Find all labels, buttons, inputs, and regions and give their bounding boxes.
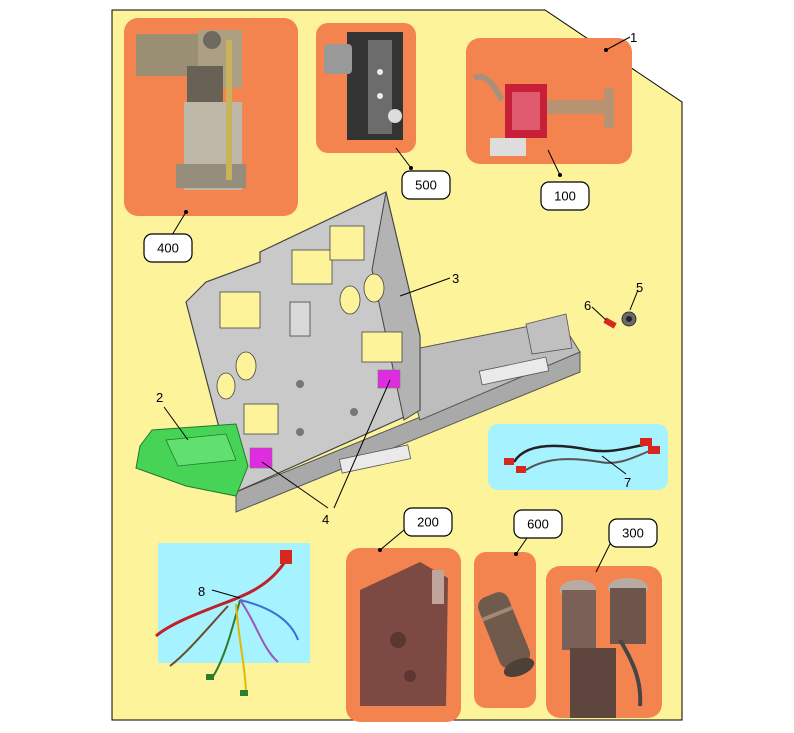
photo-panel-300 — [546, 566, 662, 718]
callout-3: 3 — [452, 271, 459, 286]
svg-text:500: 500 — [415, 178, 437, 193]
green-bracket — [135, 423, 249, 497]
assembly-pill-300: 300 — [608, 518, 658, 548]
screw-part — [603, 317, 617, 329]
svg-text:600: 600 — [527, 517, 549, 532]
assembly-pill-400: 400 — [143, 233, 193, 263]
photo-panel-100 — [466, 38, 632, 164]
callout-8: 8 — [198, 584, 205, 599]
svg-text:400: 400 — [157, 241, 179, 256]
mount-left — [249, 447, 273, 469]
callout-6: 6 — [584, 298, 591, 313]
callout-5: 5 — [636, 280, 643, 295]
cyan-panel-harness — [155, 543, 310, 696]
photo-panel-600 — [474, 552, 536, 708]
cyan-panel-cable — [488, 424, 668, 490]
callout-1: 1 — [630, 30, 637, 45]
photo-panel-400 — [124, 18, 298, 216]
leader-lines — [163, 36, 639, 599]
svg-text:300: 300 — [622, 526, 644, 541]
callout-4: 4 — [322, 512, 329, 527]
svg-text:100: 100 — [554, 189, 576, 204]
photo-panel-200 — [346, 548, 461, 722]
assembly-pill-100: 100 — [540, 181, 590, 211]
svg-text:200: 200 — [417, 515, 439, 530]
photo-panel-500 — [316, 23, 416, 153]
assembly-pill-500: 500 — [401, 170, 451, 200]
cap-part — [621, 311, 637, 327]
assembly-pill-600: 600 — [513, 509, 563, 539]
assembly-pill-200: 200 — [403, 507, 453, 537]
chassis-frame — [185, 191, 581, 513]
callout-2: 2 — [156, 390, 163, 405]
mount-right — [377, 369, 401, 389]
callout-7: 7 — [624, 475, 631, 490]
